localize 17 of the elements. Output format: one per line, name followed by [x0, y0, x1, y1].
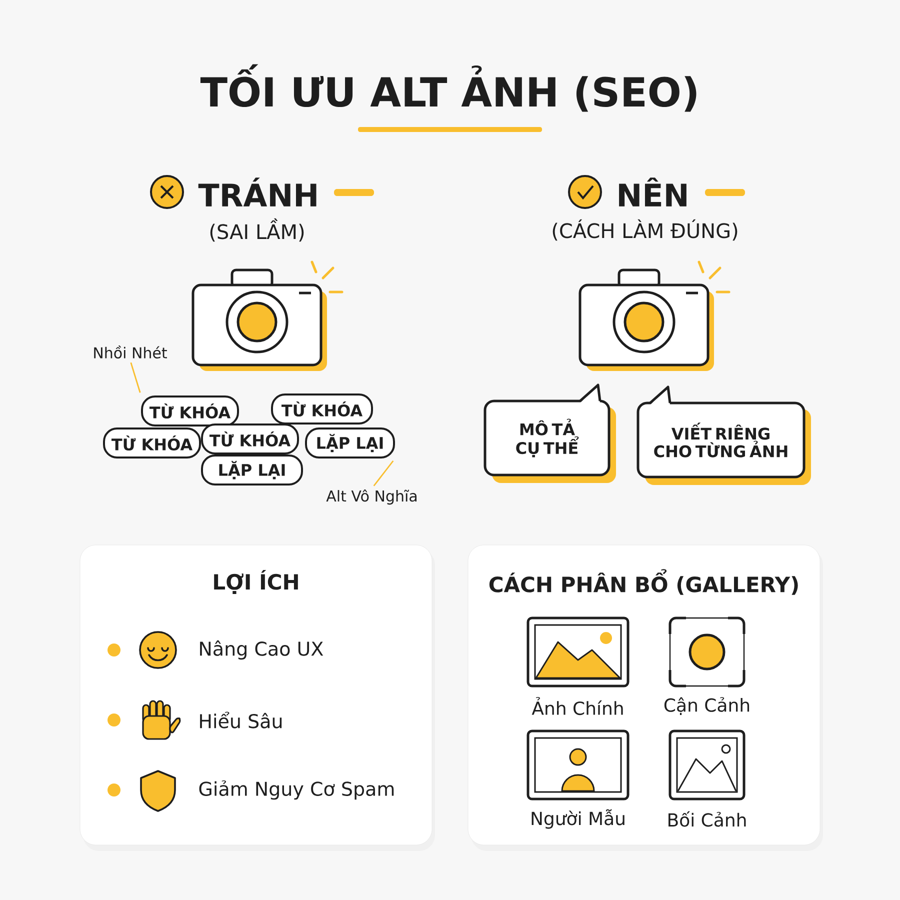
heading: TRÁNH [198, 178, 316, 206]
keyword-tag: TỪ KHÓA [103, 428, 201, 458]
keyword-tag: LẶP LẠI [201, 454, 303, 486]
keyword-tag: TỪ KHÓA [201, 424, 299, 454]
annotation-text: Nhồi Nhét [94, 346, 167, 358]
keyword-tag: TỪ KHÓA [141, 396, 239, 426]
heading: NÊN [619, 178, 686, 206]
subheading: (SAI LẦM) [210, 218, 304, 242]
speech-bubble: VIẾT RIÊNG CHO TỪNG ẢNH [636, 386, 811, 485]
leader-line [130, 362, 141, 393]
subheading: (CÁCH LÀM ĐÚNG) [552, 219, 738, 241]
speech-bubble: MÔ TẢ CỤ THỂ [484, 384, 616, 483]
title: TỐI ƯU ALT ẢNH (SEO) [200, 64, 696, 112]
leader-line [373, 460, 394, 486]
keyword-tag: TỪ KHÓA [271, 394, 373, 424]
annotation-text: Alt Vô Nghĩa [326, 489, 416, 505]
keyword-tag: LẶP LẠI [305, 428, 395, 458]
